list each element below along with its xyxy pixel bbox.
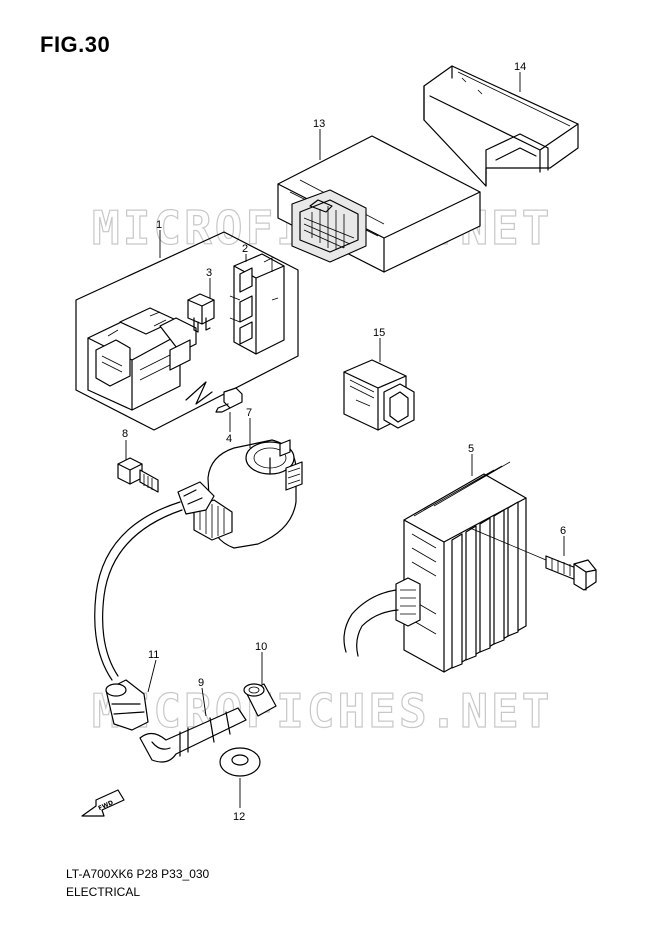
- callout-14[interactable]: 14: [514, 61, 526, 73]
- part-14-cover[interactable]: [423, 65, 579, 187]
- high-tension-lead: [94, 501, 181, 681]
- fwd-arrow: FWD: [81, 789, 125, 817]
- model-code: LT-A700XK6 P28 P33_030: [66, 867, 210, 881]
- callout-3[interactable]: 3: [206, 267, 212, 279]
- watermark-bottom: MICROFICHES.NET: [92, 684, 552, 738]
- callout-10[interactable]: 10: [255, 641, 267, 653]
- part-9-plug-cap-elbow[interactable]: [139, 707, 247, 763]
- leader-lines: [125, 72, 565, 808]
- callout-1[interactable]: 1: [156, 219, 162, 231]
- callout-13[interactable]: 13: [313, 118, 325, 130]
- section-name: ELECTRICAL: [66, 885, 141, 899]
- callout-7[interactable]: 7: [246, 407, 252, 419]
- part-1-relay-set[interactable]: [75, 231, 299, 431]
- callout-9[interactable]: 9: [198, 677, 204, 689]
- regulator-wire-harness-edge: [356, 609, 399, 657]
- callout-8[interactable]: 8: [122, 428, 128, 440]
- part-10-grommet[interactable]: [243, 683, 277, 717]
- part-13-ecm[interactable]: [277, 135, 481, 273]
- figure-title: FIG.30: [40, 32, 111, 57]
- callout-5[interactable]: 5: [468, 443, 474, 455]
- part-8-bolt[interactable]: [117, 457, 159, 493]
- part-15-relay[interactable]: [343, 359, 415, 431]
- callout-4[interactable]: 4: [226, 433, 232, 445]
- high-tension-lead-edge: [102, 509, 183, 677]
- part-4-bolt[interactable]: [215, 387, 243, 413]
- callout-11[interactable]: 11: [148, 649, 159, 661]
- callout-12[interactable]: 12: [233, 811, 245, 823]
- part-11-plug-cap[interactable]: [105, 679, 149, 731]
- bolt-6-axis-line: [469, 527, 547, 561]
- part-5-regulator[interactable]: [395, 461, 527, 673]
- regulator-wire-harness: [343, 589, 397, 653]
- callouts: 14 13 1 2 3 15 7 4 8 5 6 10 11 9 12: [122, 61, 566, 823]
- callout-2[interactable]: 2: [242, 243, 248, 255]
- callout-6[interactable]: 6: [560, 525, 566, 537]
- part-7-ignition-coil[interactable]: [177, 439, 303, 549]
- part-12-washer[interactable]: [219, 747, 261, 777]
- callout-15[interactable]: 15: [373, 327, 385, 339]
- part-6-bolt[interactable]: [545, 555, 597, 591]
